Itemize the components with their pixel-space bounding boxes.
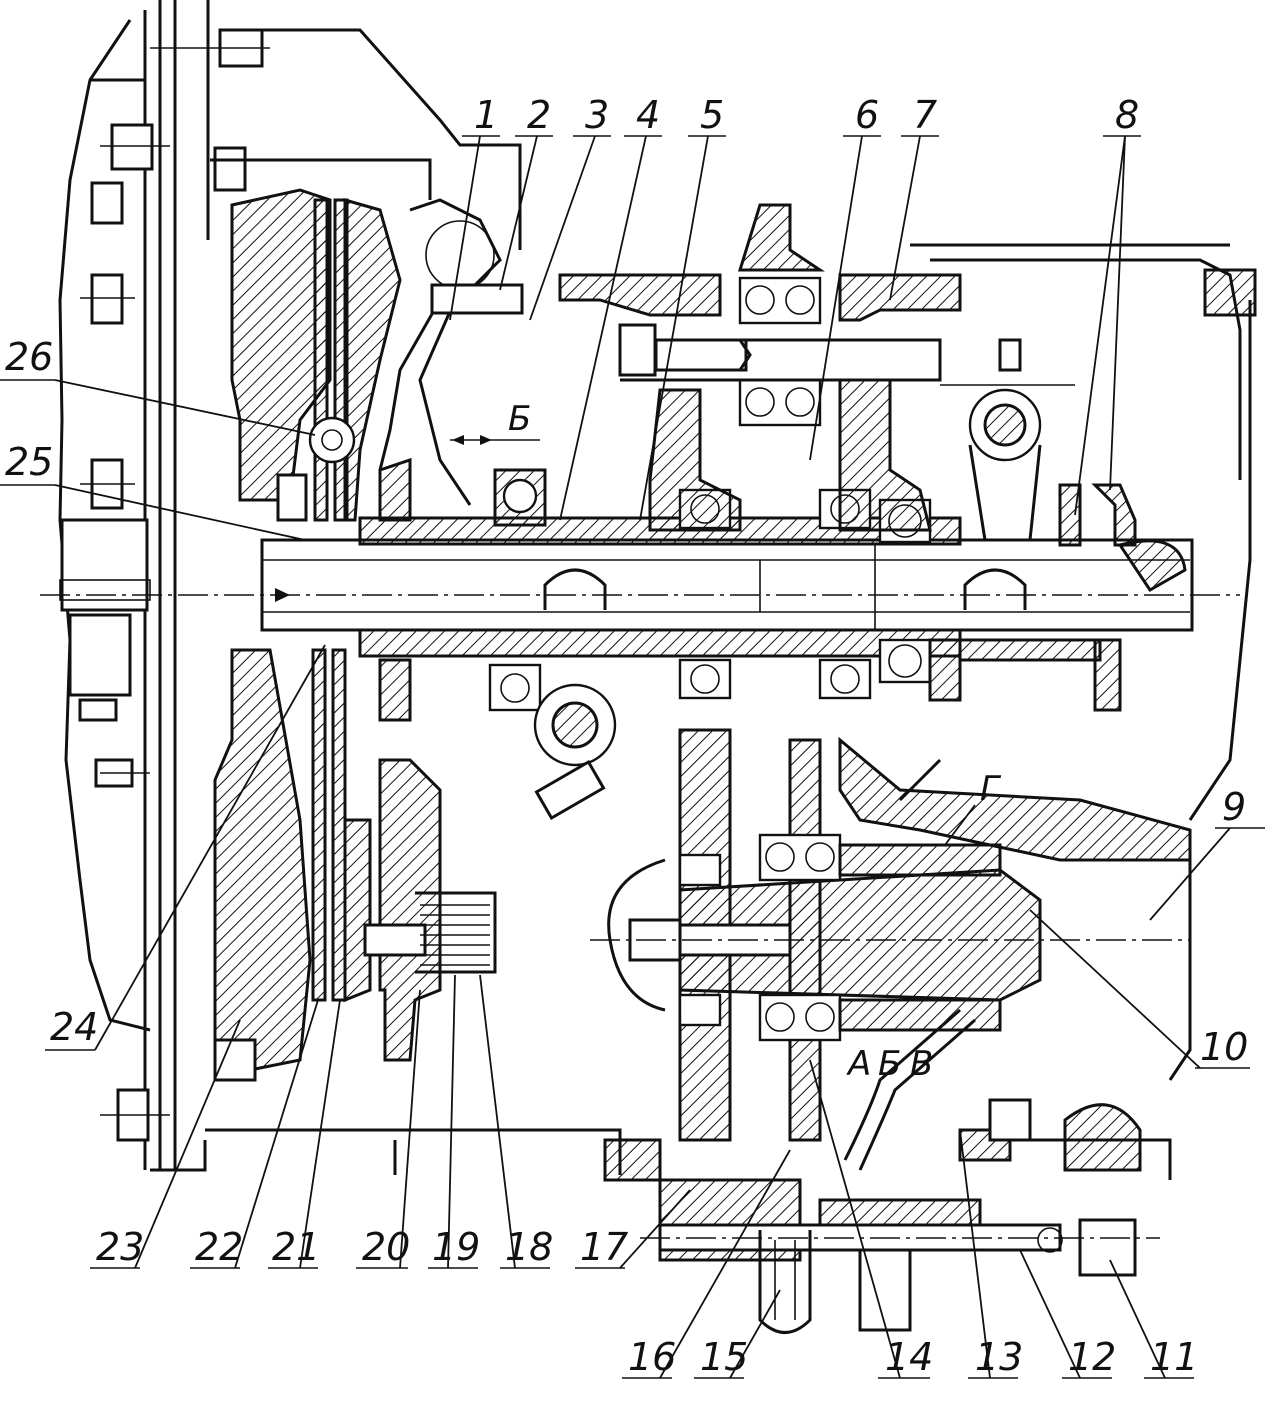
release-lever bbox=[378, 198, 524, 506]
callout-14: 14 bbox=[885, 1335, 933, 1379]
callouts-bottom: 23 22 21 20 19 18 17 16 15 14 13 12 bbox=[90, 974, 1198, 1379]
callout-23: 23 bbox=[96, 1225, 144, 1269]
callouts-left: 26 25 24 bbox=[0, 335, 326, 1051]
rear-cap bbox=[928, 483, 1187, 712]
shift-fork bbox=[940, 338, 1082, 547]
callout-15: 15 bbox=[700, 1335, 748, 1379]
shift-cam bbox=[533, 683, 617, 821]
flange-bolts bbox=[78, 28, 270, 1142]
callout-25: 25 bbox=[5, 440, 53, 484]
callout-3: 3 bbox=[585, 93, 609, 137]
callout-2: 2 bbox=[527, 93, 551, 137]
chamber-b-label: Б bbox=[878, 1044, 901, 1084]
callout-11: 11 bbox=[1150, 1335, 1198, 1379]
callout-9: 9 bbox=[1222, 785, 1246, 829]
callout-7: 7 bbox=[913, 93, 937, 137]
callout-16: 16 bbox=[628, 1335, 676, 1379]
callout-24: 24 bbox=[50, 1005, 98, 1049]
callout-6: 6 bbox=[855, 93, 879, 137]
oil-channel-label: Г bbox=[980, 769, 1002, 809]
clutch-discs bbox=[308, 198, 402, 1003]
engine-housing bbox=[58, 0, 210, 1170]
callout-21: 21 bbox=[272, 1225, 320, 1269]
upper-housing bbox=[558, 203, 1257, 821]
callouts-top: 1 2 3 4 5 6 7 8 bbox=[449, 93, 1141, 521]
callout-19: 19 bbox=[432, 1225, 480, 1269]
release-bearing bbox=[493, 468, 547, 527]
chamber-v-label: В bbox=[910, 1044, 933, 1084]
callouts-right: 9 10 bbox=[1029, 785, 1265, 1069]
dimension-label: Б bbox=[508, 399, 531, 439]
pto-shaft bbox=[590, 833, 1190, 1042]
main-shaft bbox=[40, 538, 1240, 632]
callout-5: 5 bbox=[700, 93, 724, 137]
callout-26: 26 bbox=[5, 335, 53, 379]
callout-12: 12 bbox=[1068, 1335, 1116, 1379]
callout-1: 1 bbox=[474, 93, 498, 137]
chamber-a-label: А bbox=[846, 1044, 871, 1084]
callout-8: 8 bbox=[1115, 93, 1139, 137]
callout-17: 17 bbox=[580, 1225, 628, 1269]
callout-10: 10 bbox=[1200, 1025, 1248, 1069]
control-rod bbox=[640, 1008, 1160, 1334]
callout-22: 22 bbox=[195, 1225, 243, 1269]
callout-4: 4 bbox=[636, 93, 660, 137]
notes: Б Г А Б В bbox=[450, 399, 1002, 1084]
callout-13: 13 bbox=[975, 1335, 1023, 1379]
spring-assembly bbox=[363, 758, 497, 1062]
